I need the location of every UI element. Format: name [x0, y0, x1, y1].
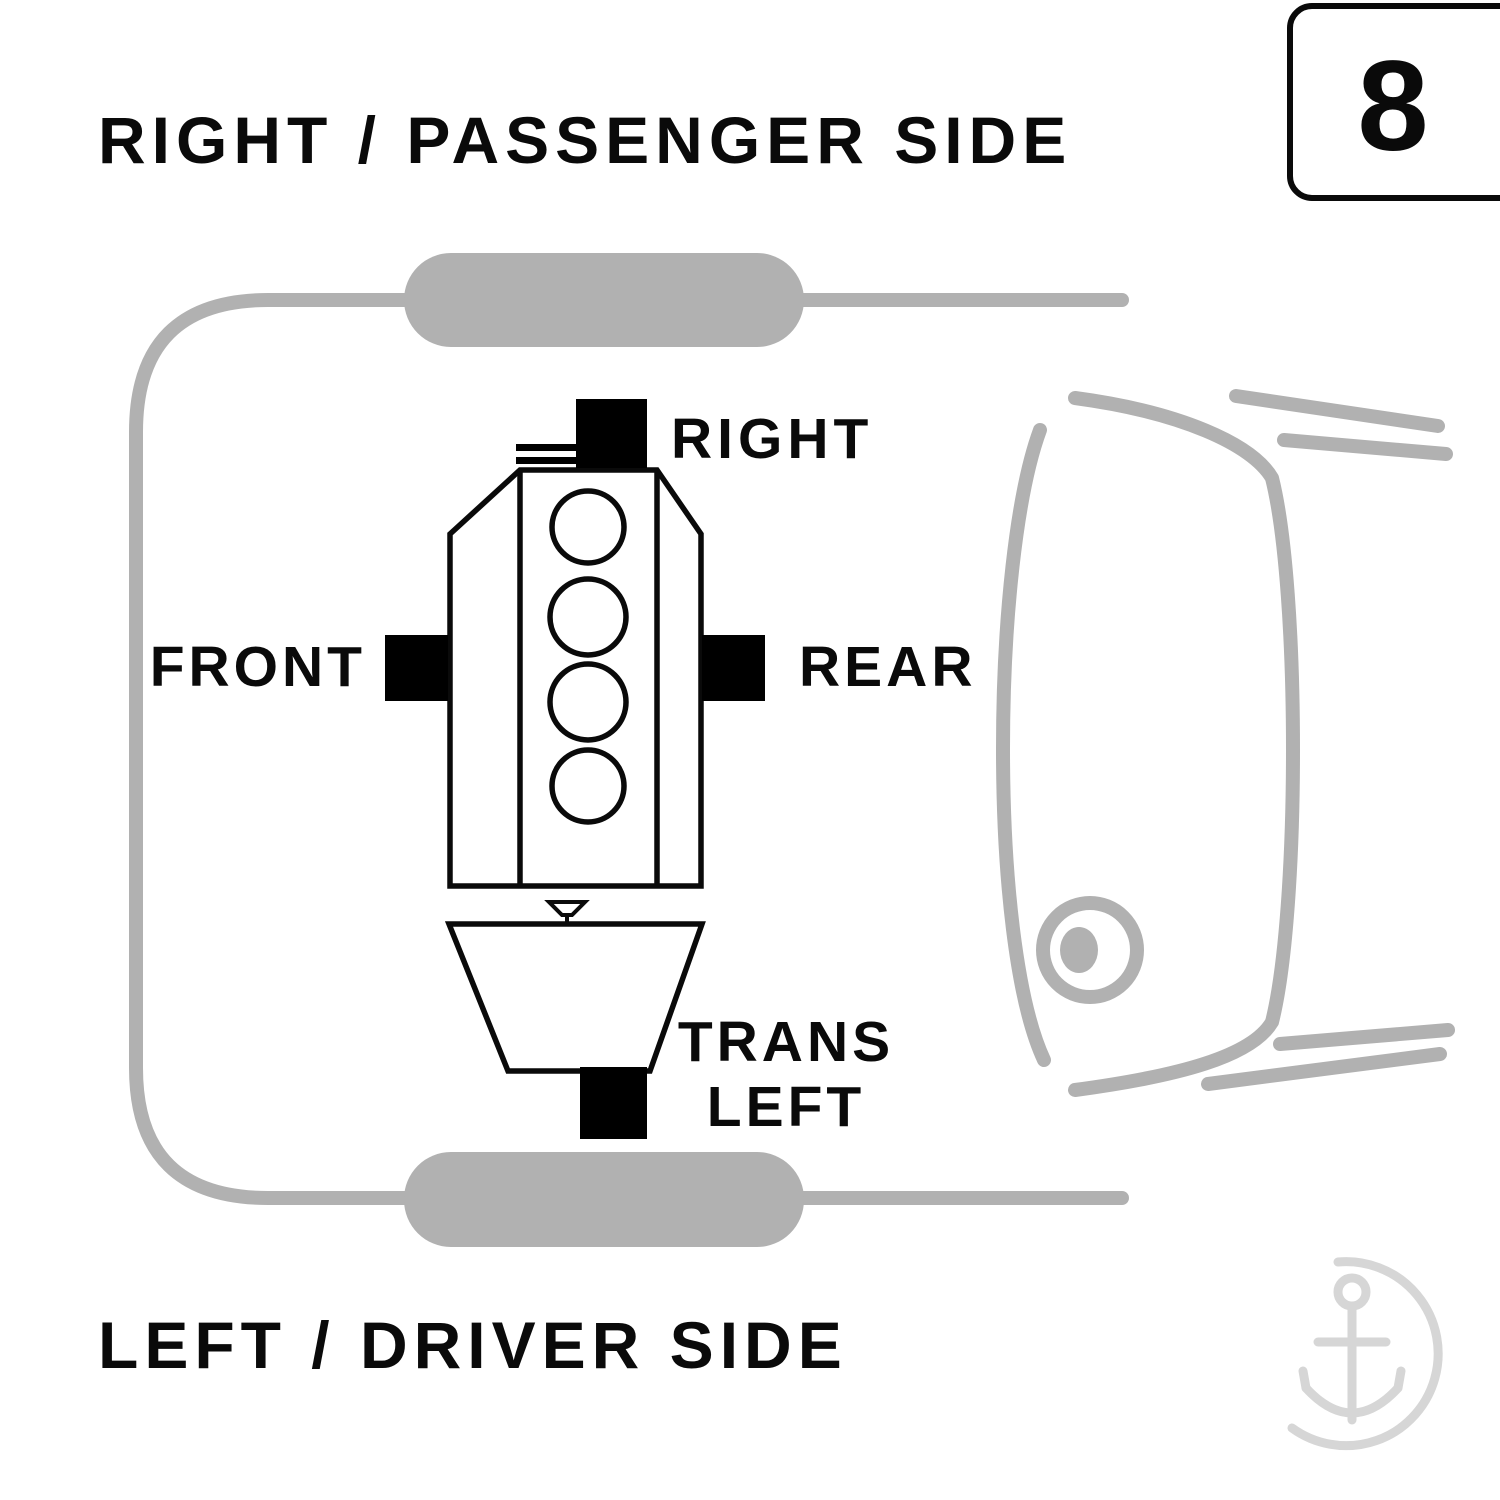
- funnel-icon: [544, 900, 590, 917]
- mount-rear-label: REAR: [799, 635, 977, 699]
- a-pillar-top-line-2: [1277, 433, 1453, 461]
- a-pillar-bottom-line: [1201, 1047, 1447, 1091]
- page-number: 8: [1357, 35, 1428, 178]
- car-body-outline: [129, 293, 1455, 1205]
- cylinder-3: [547, 661, 629, 743]
- mount-rear-marker: [702, 635, 765, 701]
- cylinder-2: [547, 576, 629, 658]
- cylinder-4: [549, 747, 627, 825]
- a-pillar-bottom-line-2: [1273, 1023, 1455, 1051]
- mount-trans-left-label-line2: LEFT: [707, 1075, 865, 1139]
- a-pillar-top-line: [1229, 389, 1445, 433]
- page-number-box-frame: [1287, 3, 1500, 201]
- car-gray-fills: [404, 253, 1098, 1247]
- top-side-label: RIGHT / PASSENGER SIDE: [98, 103, 1072, 177]
- brand-watermark-anchor-icon: [1287, 1257, 1443, 1451]
- mount-trans-left-label-line1: TRANS: [678, 1010, 894, 1074]
- windshield-inner-outline: [996, 423, 1051, 1067]
- steering-hub: [1060, 927, 1098, 973]
- mount-front-label: FRONT: [150, 635, 366, 699]
- tire-bottom: [404, 1152, 804, 1247]
- car-front-outline: [129, 293, 427, 1205]
- windshield-outer-outline: [1068, 391, 1300, 1097]
- cylinder-1: [549, 488, 627, 566]
- page-number-box: 8: [1287, 3, 1500, 201]
- steering-wheel-icon: [1036, 896, 1144, 1004]
- mount-right-label: RIGHT: [671, 407, 873, 471]
- mount-markers: [385, 399, 765, 1139]
- transmission: [444, 921, 706, 1074]
- bottom-side-label: LEFT / DRIVER SIDE: [98, 1308, 848, 1382]
- mount-right-bolt-2: [516, 457, 578, 464]
- mount-right-marker: [576, 399, 647, 468]
- tire-top: [404, 253, 804, 347]
- mount-right-bolt-1: [516, 444, 578, 451]
- engine-transmission-group: [444, 467, 706, 1074]
- mount-trans-left-marker: [580, 1067, 647, 1139]
- mount-front-marker: [385, 635, 448, 701]
